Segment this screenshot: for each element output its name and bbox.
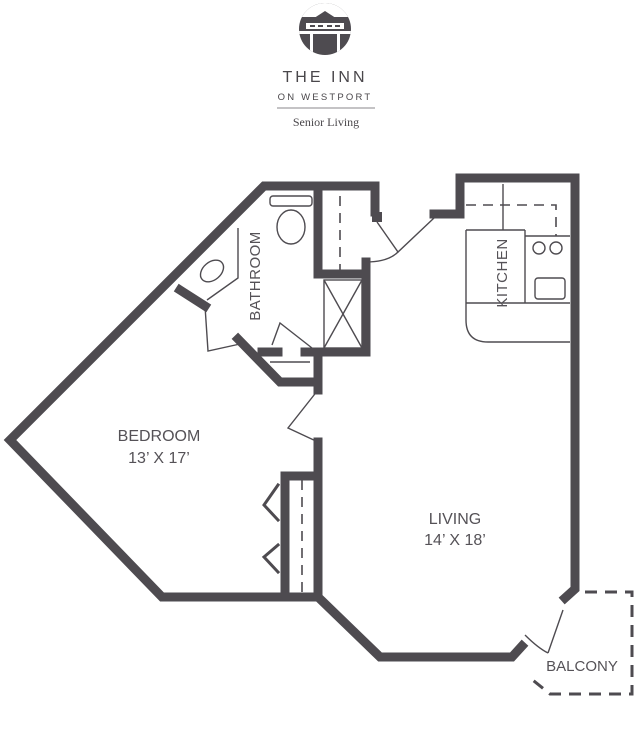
living-label: LIVING — [429, 511, 481, 528]
brand-subname: ON WESTPORT — [278, 92, 373, 103]
fixtures — [199, 184, 634, 696]
brand-logo: THE INN ON WESTPORT Senior Living — [277, 3, 375, 129]
shower-icon — [323, 279, 363, 349]
kitchen-sink-icon — [534, 277, 566, 300]
sink-icon — [199, 259, 225, 283]
room-labels: BEDROOM 13’ X 17’ LIVING 14’ X 18’ BATHR… — [118, 231, 618, 675]
burner-icon — [549, 241, 563, 255]
toilet-tank-icon — [269, 195, 313, 207]
toilet-bowl-icon — [276, 209, 306, 245]
bedroom-label: BEDROOM — [118, 428, 201, 445]
brand-tagline: Senior Living — [293, 115, 359, 129]
gazebo-roof-icon — [299, 3, 351, 55]
interior-walls — [173, 185, 371, 602]
exterior-walls — [3, 173, 580, 662]
living-dimensions: 14’ X 18’ — [424, 532, 486, 549]
balcony-label: BALCONY — [546, 658, 618, 675]
brand-name: THE INN — [283, 69, 368, 86]
kitchen-label: KITCHEN — [494, 238, 511, 307]
burner-icon — [532, 241, 546, 255]
bedroom-dimensions: 13’ X 17’ — [128, 450, 190, 467]
bathroom-label: BATHROOM — [247, 231, 264, 321]
